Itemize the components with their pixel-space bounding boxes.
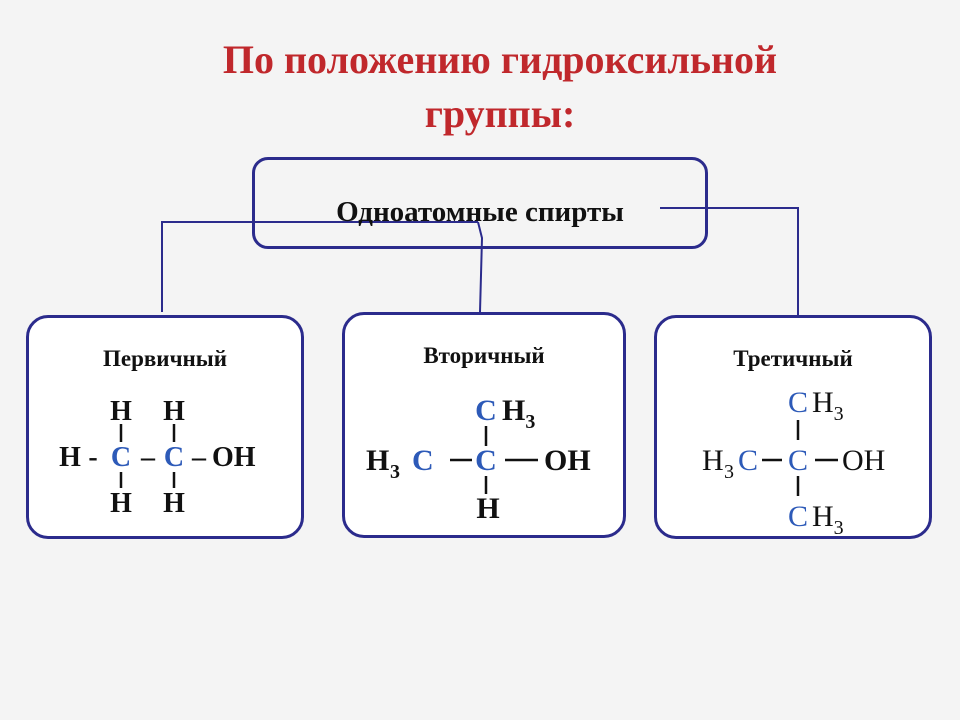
secondary-label: Вторичный [423,343,545,368]
primary-box: Первичный [26,315,304,539]
secondary-c-top: C [475,394,497,427]
root-box: Одноатомные спирты [252,157,708,249]
secondary-box: Вторичный [342,312,626,538]
primary-oh: OH [212,442,256,473]
secondary-h-left: H [366,444,389,477]
primary-dash-2: – [140,442,156,473]
tertiary-sub-3: 3 [724,461,734,483]
connector-primary [161,221,478,312]
tertiary-h3-top: H3 [812,386,844,425]
primary-c2: C [164,442,184,473]
secondary-c-center: C [475,444,497,477]
secondary-sub-3: 3 [390,461,400,483]
tertiary-label: Третичный [733,346,853,371]
tertiary-oh: OH [842,444,885,477]
primary-h-top-2: H [163,396,185,427]
title-line-1: По положению гидроксильной [222,37,778,82]
primary-dash-1: - [88,442,97,473]
tertiary-c-top: C [788,386,808,419]
secondary-formula: C H3 H 3 C C OH H [366,394,591,525]
secondary-c-left: C [412,444,434,477]
tertiary-box: Третичный [654,315,932,539]
primary-c1: C [111,442,131,473]
tertiary-formula: C H3 H 3 C C OH C H3 [702,386,885,539]
primary-h-left: H [59,442,81,473]
tertiary-h-left: H [702,444,724,477]
secondary-h3-top: H3 [502,394,535,433]
primary-dash-3: – [191,442,207,473]
slide-title: По положению гидроксильной группы: [120,36,880,138]
tertiary-c-left: C [738,444,758,477]
secondary-h-bot: H [476,492,499,525]
tertiary-h3-bot: H3 [812,500,844,539]
tertiary-c-center: C [788,444,808,477]
primary-h-top-1: H [110,396,132,427]
connector-secondary [477,221,484,313]
primary-formula: H H H - C – C – OH H H [59,396,256,519]
primary-h-bot-2: H [163,488,185,519]
primary-h-bot-1: H [110,488,132,519]
primary-label: Первичный [103,346,227,371]
root-label: Одноатомные спирты [336,196,624,228]
title-line-2: группы: [424,91,576,136]
secondary-oh: OH [544,444,591,477]
tertiary-c-bot: C [788,500,808,533]
